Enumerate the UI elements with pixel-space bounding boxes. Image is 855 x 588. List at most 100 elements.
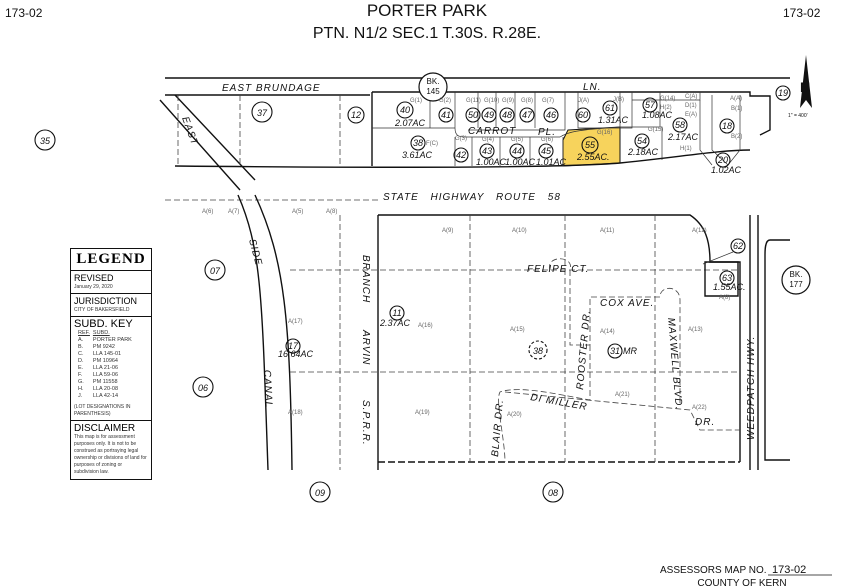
- lot-label: A(21): [615, 392, 630, 398]
- parcel-45[interactable]: 45: [538, 143, 554, 159]
- book-145-ref[interactable]: BK. 145: [418, 72, 448, 102]
- parcel-number: 06: [198, 383, 208, 393]
- lot-label: G(14): [660, 96, 675, 102]
- parcel-61[interactable]: 61: [602, 100, 618, 116]
- parcel-number: 40: [400, 105, 410, 115]
- subd-ref: E.: [78, 365, 84, 371]
- parcel-63[interactable]: 63: [719, 270, 735, 286]
- parcel-number: 43: [482, 146, 492, 156]
- acreage-label: 1.31AC: [598, 115, 629, 125]
- parcel-circle: [719, 270, 735, 286]
- lot-label: A(9): [442, 228, 453, 234]
- subd-subd: PM 10964: [92, 358, 118, 364]
- parcel-40[interactable]: 40: [396, 101, 414, 119]
- lot-label: A(A): [730, 96, 742, 102]
- lot-label: D(1): [685, 103, 697, 109]
- street-brundage: EAST BRUNDAGE: [222, 83, 321, 94]
- parcel-47[interactable]: 47: [519, 107, 535, 123]
- street-carrot: CARROT: [468, 126, 516, 137]
- parcel-number: 50: [468, 110, 478, 120]
- parcel-50[interactable]: 50: [465, 107, 481, 123]
- map-number-top-right: 173-02: [783, 6, 821, 20]
- lot-label: G(3): [455, 136, 467, 142]
- book-177-ref[interactable]: BK. 177: [781, 265, 811, 295]
- parcel-46[interactable]: 46: [543, 107, 559, 123]
- street-east: EAST: [179, 115, 200, 147]
- disclaimer-label: DISCLAIMER: [74, 423, 136, 434]
- parcel-55[interactable]: 55: [581, 136, 599, 154]
- parcel-58[interactable]: 58: [672, 117, 688, 133]
- parcel-06[interactable]: 06: [192, 376, 214, 398]
- parcel-62[interactable]: 62: [730, 238, 746, 254]
- parcel-08[interactable]: 08: [542, 481, 564, 503]
- street-pl: PL.: [538, 127, 556, 138]
- parcel-42[interactable]: 42: [453, 147, 469, 163]
- subd-ref: C.: [78, 351, 84, 357]
- lot-label: A(20): [507, 412, 522, 418]
- parcel-37[interactable]: 37: [251, 101, 273, 123]
- lot-label: B(2): [731, 134, 742, 140]
- parcel-44[interactable]: 44: [509, 143, 525, 159]
- lot-note: (LOT DESIGNATIONS IN PARENTHESIS): [74, 404, 131, 417]
- parcel-number: 41: [441, 110, 451, 120]
- subd-subd: LLA 42-14: [92, 393, 118, 399]
- parcel-12[interactable]: 12: [347, 106, 365, 124]
- subd-subd: LLA 59-06: [92, 372, 118, 378]
- parcel-43[interactable]: 43: [479, 143, 495, 159]
- lot-label: E(A): [685, 112, 697, 118]
- parcel-49[interactable]: 49: [481, 107, 497, 123]
- jurisdiction-label: JURISDICTION: [74, 296, 137, 306]
- col-subd: SUBD.: [92, 330, 110, 336]
- parcel-suffix: MR: [623, 346, 637, 356]
- lot-label: A(8): [326, 209, 337, 215]
- acreage-label: 1.00AC: [505, 157, 536, 167]
- lot-label: G(9): [502, 98, 514, 104]
- subd-subd: LLA 21-06: [92, 365, 118, 371]
- parcel-54[interactable]: 54: [634, 133, 650, 149]
- map-subtitle: PTN. N1/2 SEC.1 T.30S. R.28E.: [313, 25, 541, 42]
- parcel-circle: [509, 143, 525, 159]
- parcel-57[interactable]: 57: [642, 97, 658, 113]
- parcel-circle: [715, 152, 731, 168]
- parcel-11[interactable]: 11: [389, 305, 405, 321]
- parcel-07[interactable]: 07: [204, 259, 226, 281]
- lot-label: G(8): [521, 98, 533, 104]
- parcel-number: 47: [522, 110, 533, 120]
- lot-label: A(19): [415, 410, 430, 416]
- parcel-circle: [192, 376, 214, 398]
- parcel-60[interactable]: 60: [575, 107, 591, 123]
- parcel-number: 60: [578, 110, 588, 120]
- parcel-number: 61: [605, 103, 615, 113]
- parcel-number: 31: [610, 346, 620, 356]
- subd-key-row: D.PM 10964: [78, 358, 135, 365]
- street-cox: COX AVE.: [600, 298, 654, 309]
- parcel-35[interactable]: 35: [34, 129, 56, 151]
- parcel-20[interactable]: 20: [715, 152, 731, 168]
- acreage-label: 2.17AC: [667, 132, 699, 142]
- subd-key-row: G.PM 11558: [78, 379, 135, 386]
- parcel-19[interactable]: 19: [775, 85, 791, 101]
- lot-label: A(10): [512, 228, 527, 234]
- street-arvin: ARVIN: [360, 329, 371, 365]
- acreage-label: 2.18AC: [627, 147, 659, 157]
- parcel-38b[interactable]: 38: [528, 340, 548, 360]
- lot-label: A(12): [692, 228, 707, 234]
- parcel-41[interactable]: 41: [438, 107, 454, 123]
- parcel-circle: [438, 107, 454, 123]
- parcel-number: 09: [315, 488, 325, 498]
- parcel-17[interactable]: 17: [285, 338, 301, 354]
- parcel-31[interactable]: 31: [607, 343, 623, 359]
- parcel-number: 11: [392, 308, 401, 318]
- parcel-circle: [34, 129, 56, 151]
- lot-label: G(11): [466, 98, 481, 104]
- parcel-48[interactable]: 48: [499, 107, 515, 123]
- parcel-38[interactable]: 38: [410, 135, 426, 151]
- parcel-circle: [453, 147, 469, 163]
- lot-label: A(6): [202, 209, 213, 215]
- parcel-09[interactable]: 09: [309, 481, 331, 503]
- legend-panel: LEGEND REVISED January 29, 2020 JURISDIC…: [70, 248, 152, 480]
- parcel-number: 19: [778, 88, 788, 98]
- parcel-18[interactable]: 18: [719, 118, 735, 134]
- acreage-label: 2.07AC: [394, 118, 426, 128]
- lot-label: A(7): [228, 209, 239, 215]
